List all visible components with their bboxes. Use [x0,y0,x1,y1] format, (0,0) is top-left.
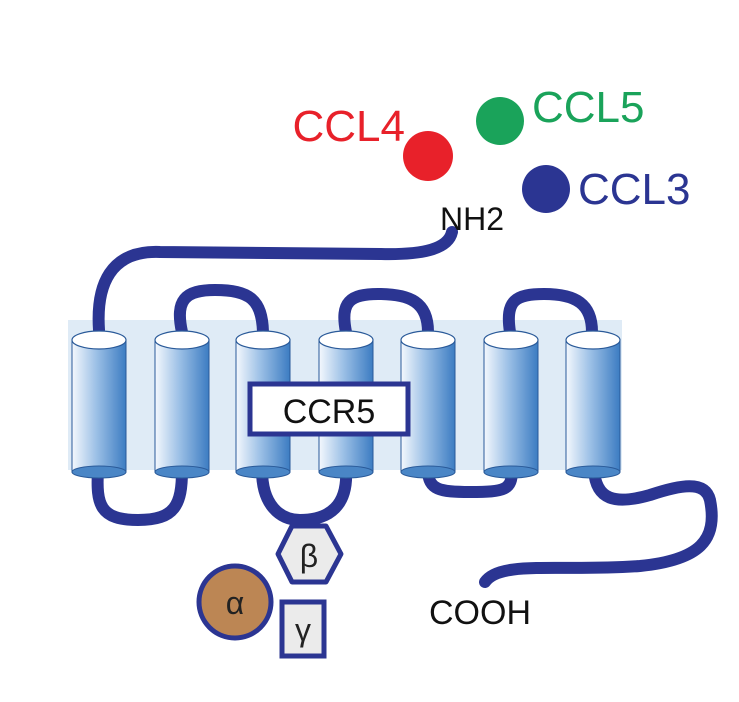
ligand-ccl5-dot [476,97,524,145]
helix-7 [565,330,621,479]
ligand-ccl4-label: CCL4 [293,102,406,151]
intracellular-loop-1 [91,464,188,526]
ligand-ccl4-dot [403,131,453,181]
g-protein-alpha: α [196,563,274,641]
c-terminus-label: COOH [429,594,531,632]
n-terminus-label: NH2 [440,201,504,237]
g-protein-gamma: γ [279,599,327,659]
intracellular-loop-3 [422,464,518,498]
ligand-ccl3-dot [522,165,570,213]
helix-5 [400,330,456,479]
transmembrane-helices [71,330,621,479]
g-protein: β α γ [196,523,344,659]
extracellular-loop-3 [502,288,598,338]
extracellular-loop-2 [338,288,434,338]
ligand-ccl5: CCL5 [476,83,645,145]
g-protein-alpha-label: α [226,585,245,621]
helix-6 [483,330,539,479]
g-protein-beta-label: β [300,538,318,574]
helix-2 [154,330,210,479]
extracellular-loop-1 [173,284,269,338]
receptor-chain [91,226,718,588]
intracellular-loop-2 [256,464,353,526]
g-protein-gamma-label: γ [295,612,311,648]
ligand-ccl5-label: CCL5 [532,83,645,132]
helix-1 [71,330,127,479]
receptor-name: CCR5 [283,393,376,431]
n-terminal-tail [92,226,458,336]
receptor-label-box: CCR5 [247,381,411,437]
ligand-ccl3: CCL3 [522,165,691,214]
g-protein-beta: β [275,523,344,585]
c-terminal-tail [479,464,718,588]
ligand-ccl3-label: CCL3 [578,165,691,214]
ligand-ccl4: CCL4 [293,102,453,181]
